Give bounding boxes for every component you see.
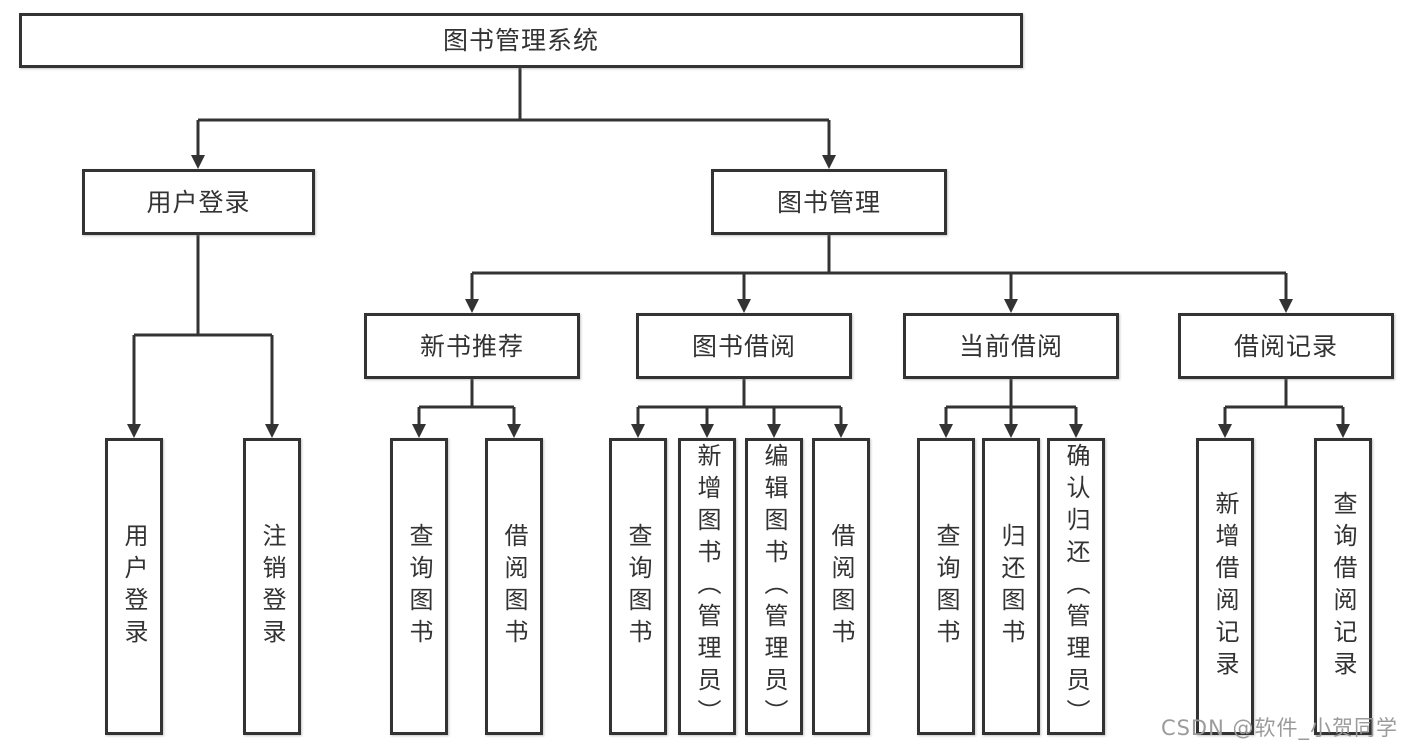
leaf-query-borrow-record: 查询借阅记录 <box>1314 438 1372 735</box>
node-book-management: 图书管理 <box>711 169 947 235</box>
leaf-query-books-borrow: 查询图书 <box>609 438 667 735</box>
leaf-add-borrow-record: 新增借阅记录 <box>1196 438 1254 735</box>
node-new-book-recommendation: 新书推荐 <box>364 313 580 379</box>
node-user-login: 用户登录 <box>82 169 315 235</box>
node-label: 用户登录 <box>146 187 251 217</box>
node-current-borrowing: 当前借阅 <box>903 313 1119 379</box>
leaf-logout-login: 注销登录 <box>243 438 301 735</box>
node-label: 查询图书 <box>405 522 433 651</box>
leaf-borrow-books-borrow: 借阅图书 <box>812 438 870 735</box>
leaf-query-books-recommend: 查询图书 <box>390 438 448 735</box>
leaf-add-book-admin: 新增图书（管理员） <box>678 438 736 735</box>
leaf-edit-book-admin: 编辑图书（管理员） <box>745 438 803 735</box>
node-label: 查询图书 <box>624 522 652 651</box>
node-library-management-system: 图书管理系统 <box>19 13 1023 68</box>
node-label: 编辑图书（管理员） <box>760 442 788 731</box>
node-label: 图书管理 <box>776 187 881 217</box>
connector-user-login-to-leaves <box>127 235 279 438</box>
node-borrowing-records: 借阅记录 <box>1178 313 1394 379</box>
node-label: 借阅记录 <box>1233 331 1338 361</box>
connector-new-book-to-leaves <box>412 379 521 438</box>
node-label: 查询借阅记录 <box>1329 490 1357 683</box>
leaf-confirm-return-admin: 确认归还（管理员） <box>1047 438 1105 735</box>
node-label: 注销登录 <box>258 522 286 651</box>
connector-root-to-level1 <box>191 68 836 169</box>
connector-book-management-to-level2 <box>465 235 1293 313</box>
csdn-watermark: CSDN @软件_小贺同学 <box>1160 716 1398 740</box>
node-book-borrowing: 图书借阅 <box>636 313 852 379</box>
node-label: 新增借阅记录 <box>1211 490 1239 683</box>
node-label: 借阅图书 <box>827 522 855 651</box>
node-label: 确认归还（管理员） <box>1062 442 1090 731</box>
leaf-return-books: 归还图书 <box>982 438 1040 735</box>
node-label: 借阅图书 <box>500 522 528 651</box>
node-label: 图书管理系统 <box>442 26 599 55</box>
node-label: 新书推荐 <box>419 331 524 361</box>
node-label: 用户登录 <box>120 522 148 651</box>
node-label: 归还图书 <box>997 522 1025 651</box>
node-label: 图书借阅 <box>691 331 796 361</box>
leaf-borrow-books-recommend: 借阅图书 <box>485 438 543 735</box>
node-label: 当前借阅 <box>958 331 1063 361</box>
connector-book-borrow-to-leaves <box>631 379 848 438</box>
node-label: 新增图书（管理员） <box>693 442 721 731</box>
connector-borrow-records-to-leaves <box>1218 379 1350 438</box>
leaf-user-login: 用户登录 <box>105 438 163 735</box>
leaf-query-books-current: 查询图书 <box>917 438 975 735</box>
connector-current-borrow-to-leaves <box>939 379 1083 438</box>
node-label: 查询图书 <box>932 522 960 651</box>
